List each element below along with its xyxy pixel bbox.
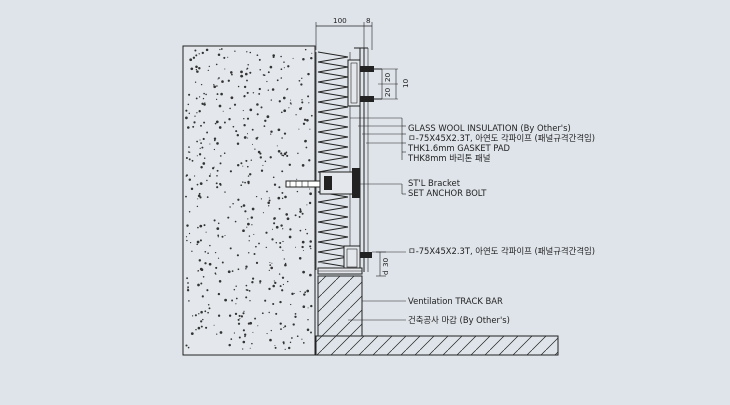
label-finish: 건축공사 마감 (By Other's) [408,315,510,325]
anchor-bolt [285,180,321,188]
leader-track [361,276,406,302]
dimension-100: 100 [333,16,347,25]
label-glass-wool: GLASS WOOL INSULATION (By Other's) [408,123,571,133]
label-bracket: ST'L Bracket [408,178,461,188]
floor-slab [315,335,559,356]
dimension-10: 10 [401,78,410,88]
leader-bracket [356,183,406,195]
top-dimension: 100 8 [315,16,373,50]
leader-top-group [350,117,406,160]
concrete-wall [182,45,316,356]
dimension-30: 30 [381,257,390,267]
label-panel: THK8mm 바리톤 패널 [407,153,490,163]
ventilation-track-bar [317,267,363,275]
label-pipe-top: ㅁ-75X45X2.3T, 아연도 각파이프 (패널규격간격임) [408,133,595,143]
pipe-top [347,59,382,107]
label-track-bar: Ventilation TRACK BAR [408,296,503,306]
label-gasket: THK1.6mm GASKET PAD [407,143,510,153]
glass-wool-insulation [315,51,351,270]
label-pipe-bottom: ㅁ-75X45X2.3T, 아연도 각파이프 (패널규격간격임) [408,246,595,256]
steel-bracket [319,168,360,198]
dimension-20a: 20 [383,72,392,82]
label-anchor-bolt: SET ANCHOR BOLT [408,188,487,198]
dimension-20b: 20 [383,87,392,97]
dimension-phi: d [381,270,390,275]
dimension-8: 8 [366,16,371,25]
vertical-dimensions: 20 20 10 d 30 [376,68,410,277]
finish-block [317,275,363,337]
